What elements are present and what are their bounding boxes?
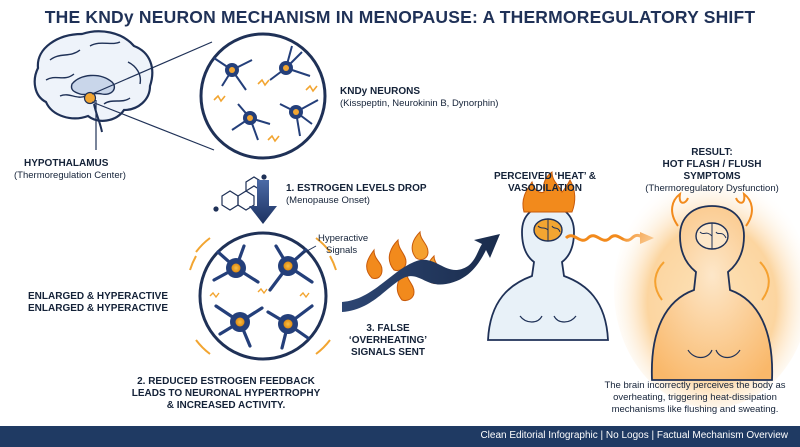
explanation-line1: The brain incorrectly perceives the body… (604, 380, 786, 391)
false-signal-arrow (342, 234, 500, 312)
person-hot-flash (614, 172, 800, 408)
kndy-neuron-circle (199, 32, 327, 160)
hypothalamus-heading: HYPOTHALAMUS (24, 158, 109, 169)
step2-line2: LEADS TO NEURONAL HYPERTROPHY (131, 388, 321, 399)
step2-label: 2. REDUCED ESTROGEN FEEDBACK LEADS TO NE… (116, 376, 336, 412)
step3-line3: SIGNALS SENT (351, 347, 425, 358)
result-line1: RESULT: (691, 147, 733, 158)
hyperactive-signals-line2: Signals (326, 245, 358, 256)
enlarged-label: ENLARGED & HYPERACTIVE ENLARGED & HYPERA… (28, 291, 198, 315)
explanation-text: The brain incorrectly perceives the body… (590, 380, 800, 416)
signals-pointer (297, 245, 317, 257)
footer-bar: Clean Editorial Infographic | No Logos |… (0, 426, 800, 447)
step1-subtitle: (Menopause Onset) (286, 195, 370, 206)
kndy-heading: KNDy NEURONS (340, 86, 421, 97)
perceived-line2: VASODILATION (507, 183, 583, 194)
kndy-subtitle: (Kisspeptin, Neurokinin B, Dynorphin) (340, 98, 499, 109)
hypothalamus-label: HYPOTHALAMUS (Thermoregulation Center) (14, 158, 194, 182)
person-perceived-heat (487, 171, 609, 341)
hyperactive-neuron-circle (189, 231, 337, 361)
kndy-neurons-label: KNDy NEURONS (Kisspeptin, Neurokinin B, … (340, 86, 540, 110)
step1-label: 1. ESTROGEN LEVELS DROP (Menopause Onset… (286, 183, 446, 207)
page-title: THE KNDy NEURON MECHANISM IN MENOPAUSE: … (44, 7, 756, 27)
zoom-line-bottom (91, 101, 215, 151)
result-subtitle: (Thermoregulatory Dysfunction) (645, 183, 779, 194)
enlarged-line2: ENLARGED & HYPERACTIVE (28, 303, 169, 314)
hyperactive-signals-label: Hyperactive Signals (318, 233, 398, 257)
perceived-heat-label: PERCEIVED ‘HEAT’ & VASODILATION (470, 171, 620, 195)
zoom-line-top (91, 41, 213, 95)
step3-line1: 3. FALSE (366, 323, 410, 334)
enlarged-line1: ENLARGED & HYPERACTIVE (28, 291, 169, 302)
result-label: RESULT: HOT FLASH / FLUSH SYMPTOMS (Ther… (622, 147, 800, 195)
step2-line3: & INCREASED ACTIVITY. (166, 400, 286, 411)
down-arrow (249, 180, 277, 224)
step1-heading: 1. ESTROGEN LEVELS DROP (286, 183, 427, 194)
brain-illustration (33, 30, 154, 150)
hypothalamus-subtitle: (Thermoregulation Center) (14, 170, 126, 181)
estrogen-molecule-icon (213, 174, 267, 212)
step3-line2: ‘OVERHEATING’ (348, 335, 428, 346)
result-line3: SYMPTOMS (683, 171, 741, 182)
step2-line1: 2. REDUCED ESTROGEN FEEDBACK (137, 376, 315, 387)
footer-text: Clean Editorial Infographic | No Logos |… (480, 430, 788, 441)
hyperactive-signals-line1: Hyperactive (318, 233, 369, 244)
result-line2: HOT FLASH / FLUSH (662, 159, 762, 170)
explanation-line3: mechanisms like flushing and sweating. (611, 404, 779, 415)
hypothalamus-marker (83, 91, 97, 105)
explanation-line2: overheating, triggering heat-dissipation (613, 392, 777, 403)
step3-label: 3. FALSE ‘OVERHEATING’ SIGNALS SENT (338, 323, 438, 359)
perceived-line1: PERCEIVED ‘HEAT’ & (493, 171, 597, 182)
